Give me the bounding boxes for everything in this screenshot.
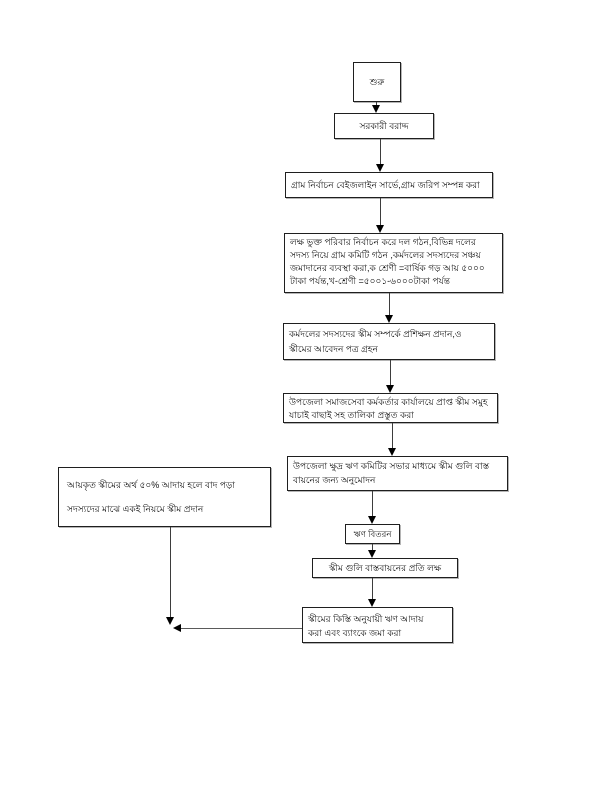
connector-start-to-allocation xyxy=(376,102,377,107)
arrow-down-icon xyxy=(376,225,384,233)
node-loan-distribution: ঋণ বিতরন xyxy=(345,524,400,544)
node-scheme-approval: উপজেলা ক্ষুদ্র ঋণ কমিটির সভার মাধ্যমে স্… xyxy=(287,456,508,491)
arrow-down-icon xyxy=(368,599,376,607)
connector-training-to-verify xyxy=(390,360,391,387)
node-scheme-verification: উপজেলা সমাজসেবা কর্মকর্তার কার্যালয়ে প্… xyxy=(283,393,498,423)
node-village-survey: গ্রাম নির্বাচন বেইজলাইন সার্ভে,গ্রাম জরি… xyxy=(285,172,493,198)
node-loan-collection: স্কীমের কিস্তি অনুযায়ী ঋণ আদায় করা এবং… xyxy=(302,607,453,643)
node-rescheme-left-note: আয়কৃত স্কীমের অর্থ ৫০% আদায় হলে বাদ পড… xyxy=(58,467,271,527)
arrow-down-icon xyxy=(388,448,396,456)
connector-collect-feedback-left xyxy=(180,628,302,629)
connector-monitor-to-collect xyxy=(372,578,373,601)
node-start: শুরু xyxy=(353,62,401,102)
connector-survey-to-groups xyxy=(380,198,381,227)
connector-approve-to-loan xyxy=(372,491,373,518)
arrow-down-icon xyxy=(372,105,380,113)
node-implementation-monitoring: স্কীম গুলি বাস্তবায়নের প্রতি লক্ষ xyxy=(312,558,458,578)
connector-allocation-to-survey xyxy=(380,139,381,166)
arrow-down-icon xyxy=(376,164,384,172)
connector-loan-to-monitor xyxy=(372,544,373,552)
arrow-down-icon xyxy=(166,617,174,625)
connector-verify-to-approve xyxy=(392,423,393,450)
arrow-down-icon xyxy=(385,315,393,323)
arrow-down-icon xyxy=(368,550,376,558)
node-group-formation: লক্ষ ভুক্ত পরিবার নির্বাচন করে দল গঠন,বি… xyxy=(284,233,503,293)
connector-rescheme-down xyxy=(170,527,171,618)
arrow-down-icon xyxy=(368,516,376,524)
node-scheme-training: কর্মদলের সদস্যদের স্কীম সম্পর্কে প্রশিক্… xyxy=(283,323,495,360)
connector-groups-to-training xyxy=(389,293,390,317)
arrow-left-icon xyxy=(173,624,181,632)
node-government-allocation: সরকারী বরাদ্দ xyxy=(334,113,434,139)
arrow-down-icon xyxy=(386,385,394,393)
